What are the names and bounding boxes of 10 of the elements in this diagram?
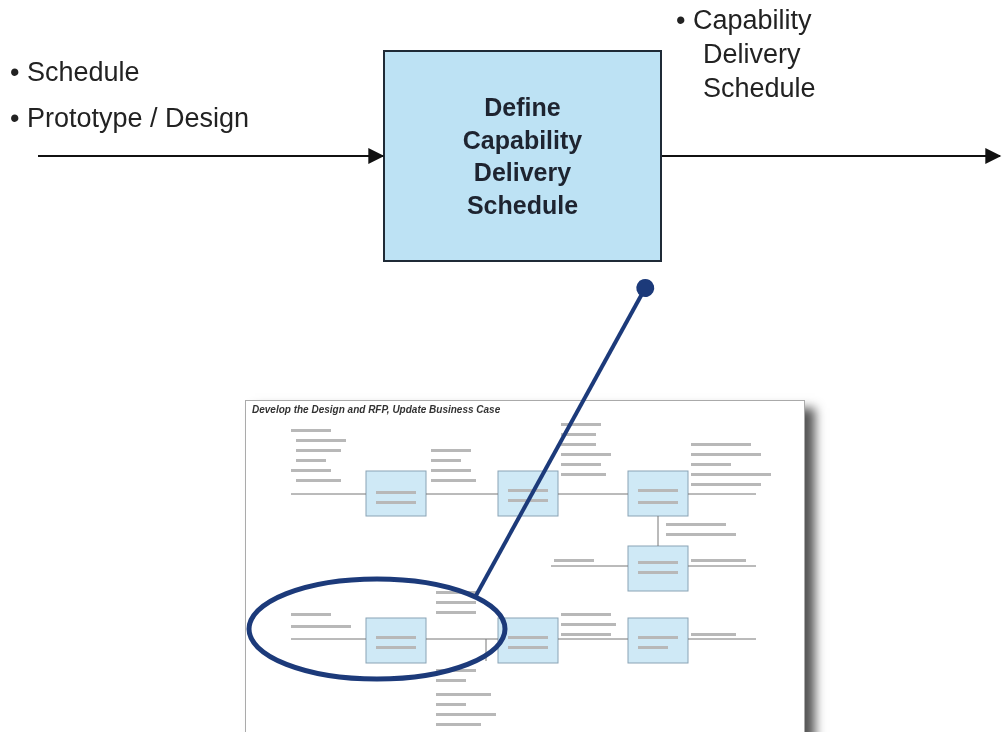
callout-line	[473, 279, 655, 598]
thumbnail-heading: Develop the Design and RFP, Update Business Case	[252, 404, 501, 415]
process-title: Define Capability Delivery Schedule	[461, 92, 584, 221]
thumbnail-panel	[245, 400, 805, 732]
arrow	[661, 148, 1002, 164]
process-box	[383, 50, 662, 262]
flow-item-text: • Capability Delivery Schedule	[676, 4, 817, 105]
arrow	[37, 148, 385, 164]
flow-item-text: • Prototype / Design	[10, 102, 251, 135]
flow-item-text: • Schedule	[10, 56, 141, 89]
